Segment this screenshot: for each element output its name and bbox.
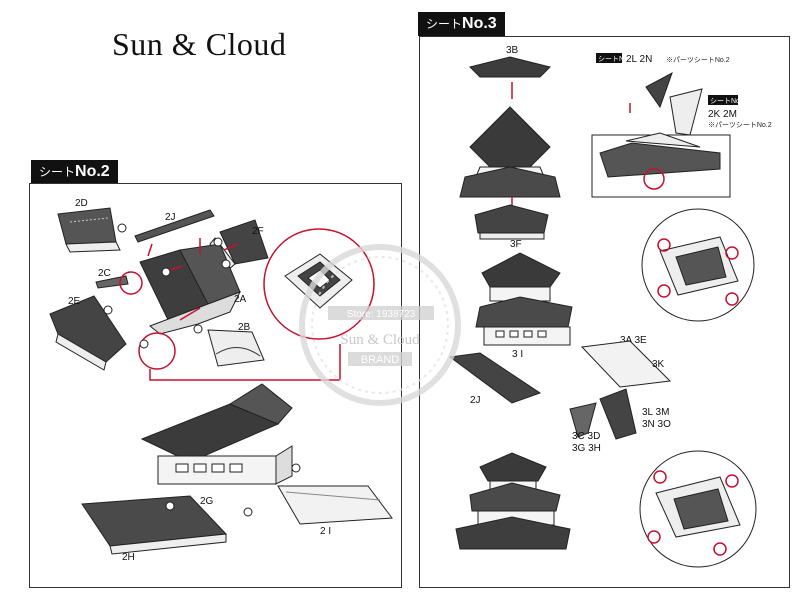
part-2H [81, 495, 228, 555]
ref2-parts: 2K 2M [708, 109, 737, 120]
label-3N3O: 3N 3O [642, 419, 671, 430]
label-2D: 2D [75, 198, 88, 209]
label-3K: 3K [652, 359, 665, 370]
ref-box-1: シートNo.2 [596, 53, 634, 63]
watermark: Store: 1938723 Sun & Cloud BRAND [299, 244, 461, 406]
ref2-note: ※パーツシートNo.2 [708, 121, 772, 129]
top-right-assembly [591, 71, 731, 198]
sheet2-tag-no: No.2 [75, 163, 110, 180]
callout-connectors [119, 228, 375, 381]
part-2J-sheet3 [448, 352, 542, 404]
label-3B: 3B [506, 45, 519, 56]
middle-castle [475, 252, 573, 346]
label-2E: 2E [68, 296, 81, 307]
label-3C3D: 3C 3D [572, 431, 600, 442]
ref-box-2: シートNo.2 [708, 95, 746, 105]
part-2I [277, 485, 393, 525]
part-2B [207, 329, 265, 367]
sheet3-diagram: 3B 3F 3 I 2J 3A 3E 3K 3L 3M 3N 3O 3C 3D [448, 45, 772, 568]
label-2B: 2B [238, 322, 251, 333]
sheet3-tag: シートNo.3 [418, 12, 505, 36]
sheet3-tag-no: No.3 [462, 15, 497, 32]
sheet2-tag: シートNo.2 [31, 160, 118, 184]
upper-roof [459, 106, 561, 198]
part-3K [580, 340, 672, 388]
brand-title: Sun & Cloud [112, 26, 287, 62]
label-2J-sheet3: 2J [470, 395, 481, 406]
ref1-tag: シートNo.2 [598, 56, 634, 63]
sheet2-diagram: 2D 2J 2F 2C 2A 2E 2B [49, 198, 393, 563]
part-2D [57, 207, 121, 253]
part-2E [49, 295, 127, 371]
label-3L3M: 3L 3M [642, 407, 669, 418]
sheet3-panel: 3B 3F 3 I 2J 3A 3E 3K 3L 3M 3N 3O 3C 3D [419, 36, 790, 588]
part-3B [469, 56, 551, 78]
ref2-tag: シートNo.2 [710, 98, 746, 105]
label-2G: 2G [200, 496, 214, 507]
zoom-circle-2 [639, 450, 757, 568]
castle-building-sheet2 [140, 383, 293, 485]
ref1-note: ※パーツシートNo.2 [666, 56, 730, 64]
label-2F: 2F [252, 226, 264, 237]
watermark-name: Sun & Cloud [340, 332, 420, 348]
sheet3-tag-prefix: シート [426, 17, 463, 31]
watermark-brand: BRAND [361, 354, 400, 366]
label-3G3H: 3G 3H [572, 443, 601, 454]
sheet3-connectors [629, 103, 665, 190]
label-2A: 2A [234, 294, 247, 305]
part-2A [139, 243, 242, 335]
label-3I: 3 I [512, 349, 523, 360]
sheet2-tag-prefix: シート [39, 165, 76, 179]
part-3F [474, 204, 549, 240]
label-2H: 2H [122, 552, 135, 563]
sheet2-panel: 2D 2J 2F 2C 2A 2E 2B [29, 183, 402, 588]
label-3F: 3F [510, 239, 522, 250]
label-3A3E: 3A 3E [620, 335, 647, 346]
label-2C: 2C [98, 268, 111, 279]
ref1-parts: 2L 2N [626, 54, 652, 65]
part-3L-3O [569, 388, 637, 440]
label-2I: 2 I [320, 526, 331, 537]
label-2J: 2J [165, 212, 176, 223]
zoom-circle-1 [641, 208, 755, 322]
watermark-store: Store: 1938723 [347, 309, 416, 320]
finished-castle [455, 452, 571, 550]
step-markers-sheet2 [103, 223, 301, 517]
part-2J [134, 209, 215, 243]
